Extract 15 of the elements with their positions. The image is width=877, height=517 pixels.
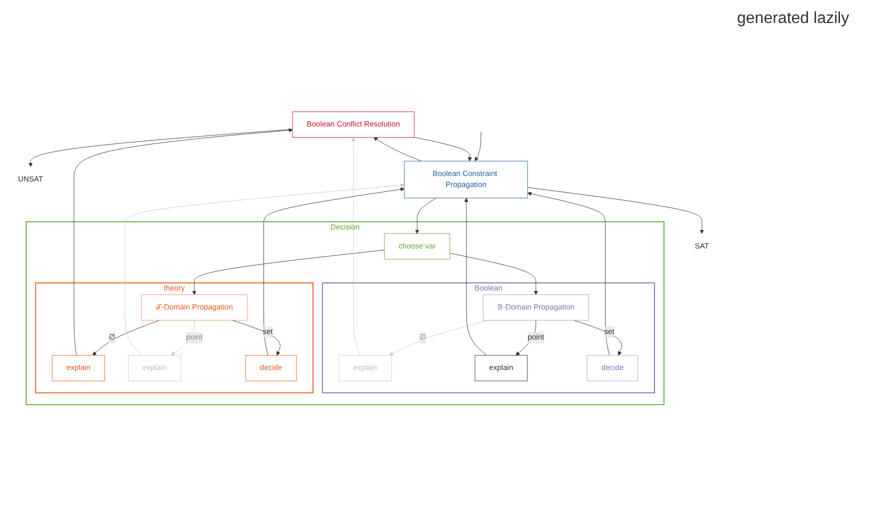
node-box: [245, 355, 297, 382]
node-box: [338, 355, 392, 382]
cluster: [26, 222, 664, 406]
cluster: [322, 282, 655, 394]
node-box: [482, 294, 589, 321]
node-box: [128, 355, 182, 382]
node-box: [141, 294, 248, 321]
cluster: [35, 282, 314, 394]
node-box: [384, 234, 450, 260]
node-box: [52, 355, 105, 382]
node-box: [586, 355, 638, 382]
note-text: generated lazily: [737, 10, 850, 28]
node-box: [474, 355, 528, 382]
node-box: [404, 161, 528, 199]
node-box: [292, 112, 414, 138]
